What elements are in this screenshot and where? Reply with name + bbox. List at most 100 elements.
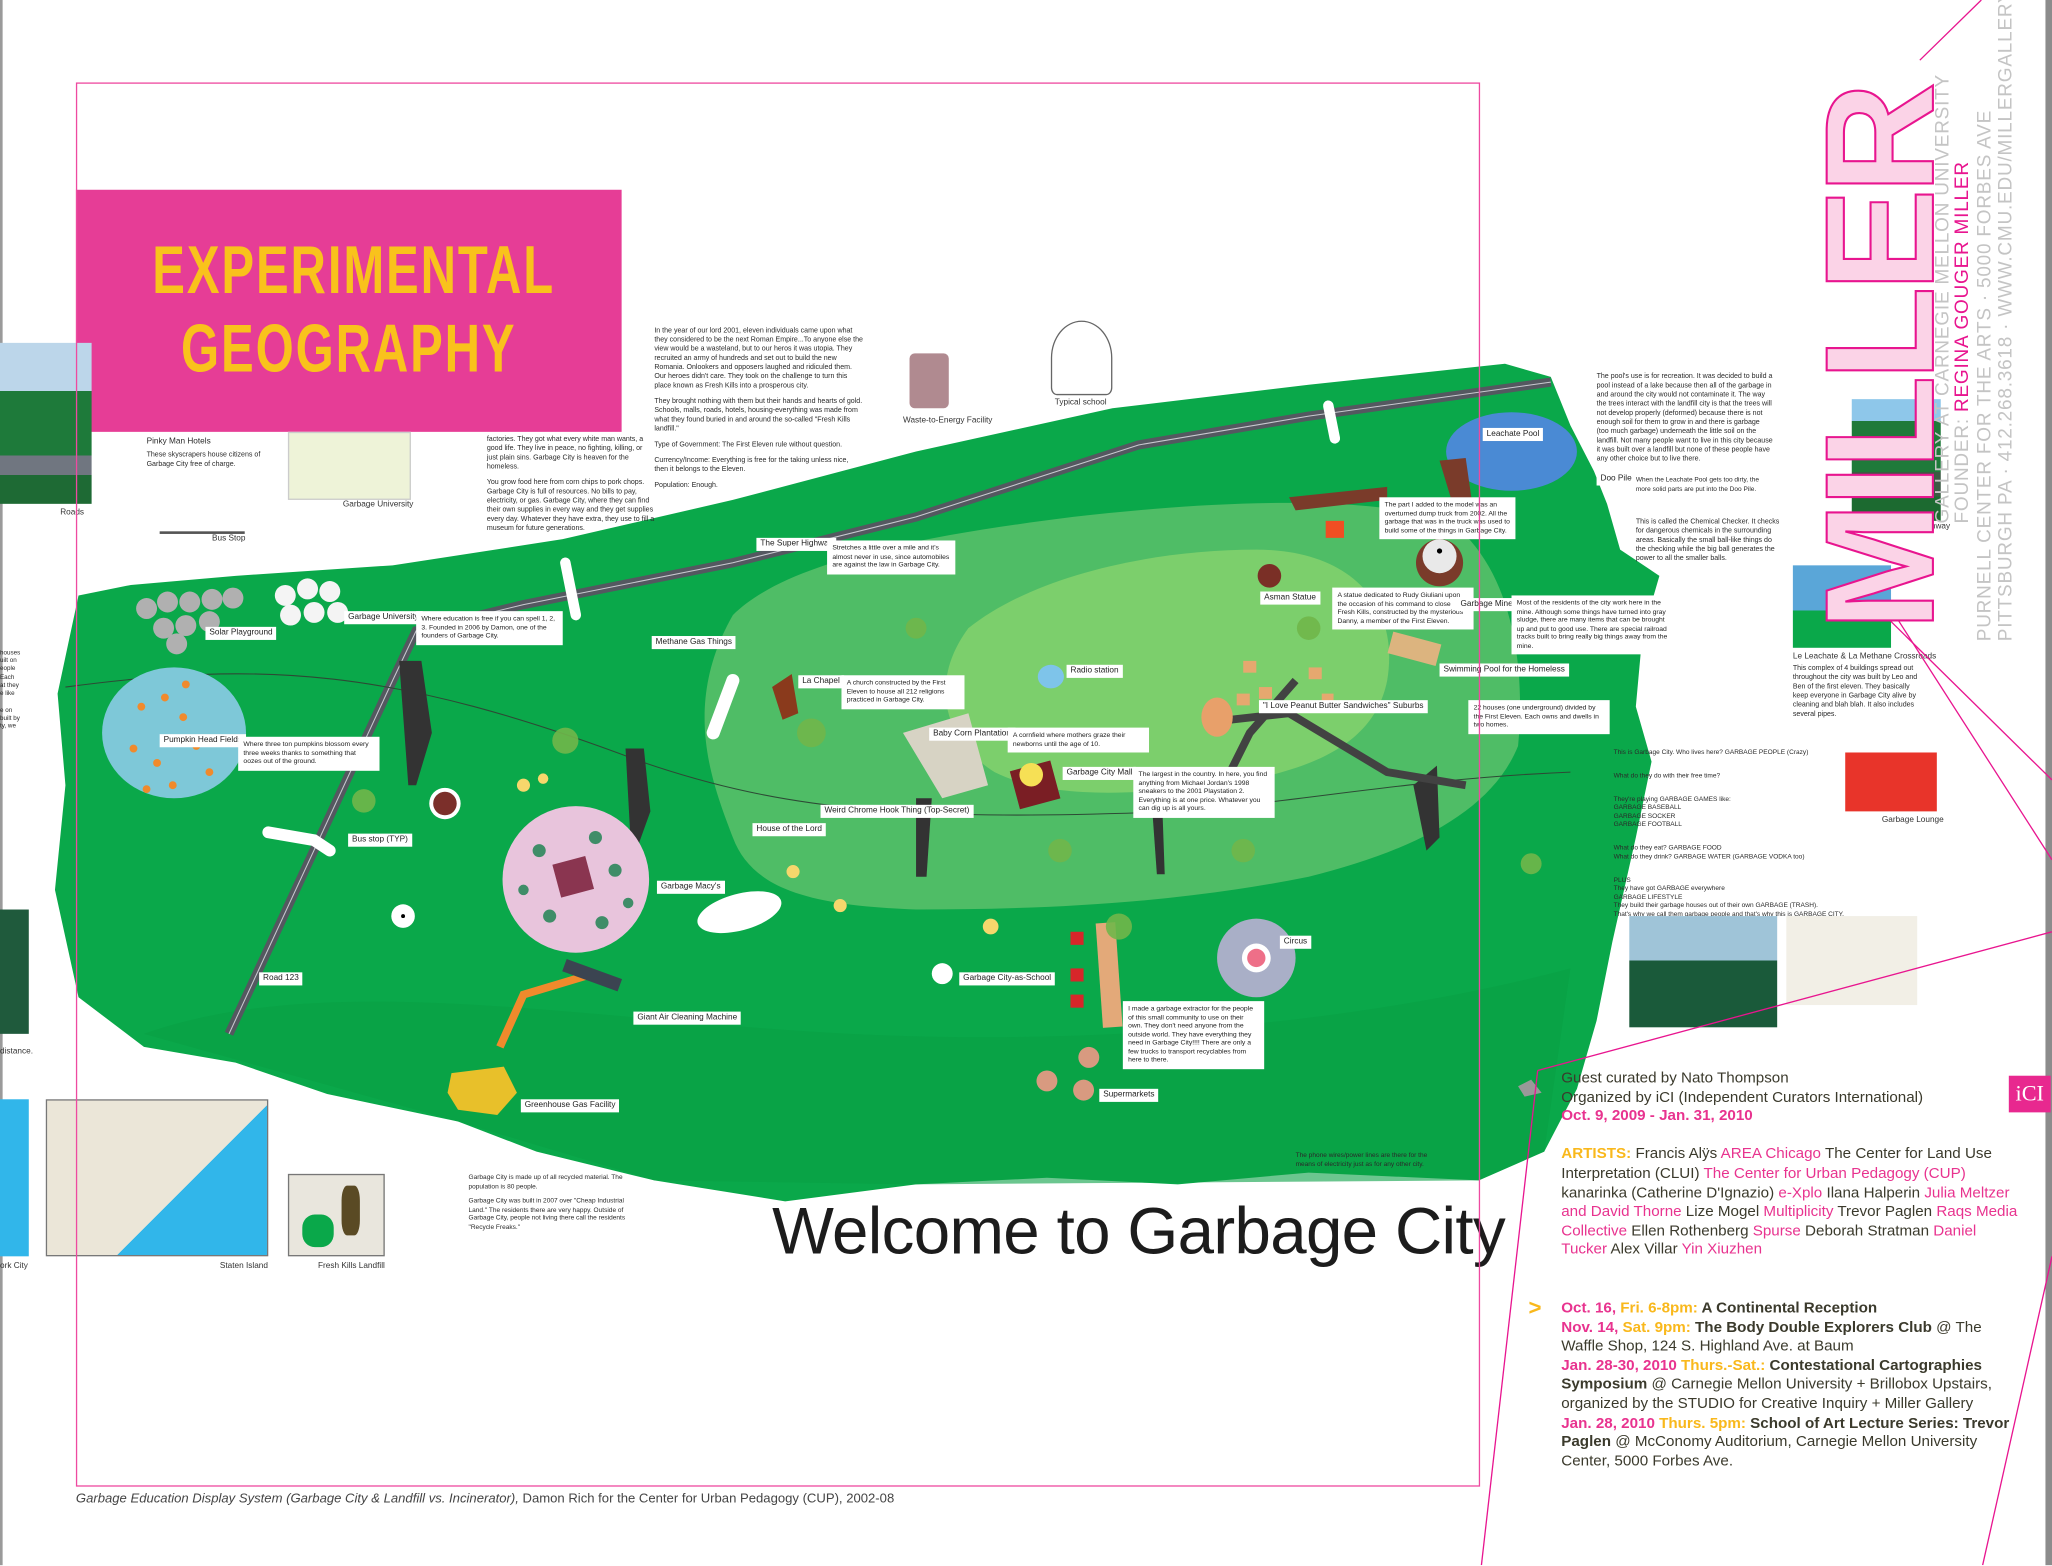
map-description: The part I added to the model was an ove… bbox=[1379, 497, 1516, 540]
map-label: La Chapel bbox=[798, 675, 844, 689]
map-description: Where three ton pumpkins blossom every t… bbox=[238, 736, 380, 771]
gallery-contact: PITTSBURGH PA · 412.268.3618 · WWW.CMU.E… bbox=[1995, 0, 2017, 642]
photo-caption: Staten Island bbox=[219, 1261, 268, 1271]
map-description: A cornfield where mothers graze their ne… bbox=[1007, 727, 1150, 753]
gallery-founder: FOUNDER: REGINA GOUGER MILLER bbox=[1952, 161, 1974, 524]
photo-caption: distance. bbox=[0, 1046, 33, 1057]
map-label: Pumpkin Head Fields bbox=[159, 734, 246, 748]
map-label: Giant Air Cleaning Machine bbox=[633, 1011, 742, 1026]
map-label: Greenhouse Gas Facility bbox=[520, 1099, 620, 1113]
map-description: 22 houses (one underground) divided by t… bbox=[1468, 700, 1610, 734]
curator-line: Guest curated by Nato Thompson bbox=[1561, 1069, 1789, 1087]
paragraph: They're playing GARBAGE GAMES like: GARB… bbox=[1613, 795, 1731, 829]
map-label: Circus bbox=[1279, 935, 1312, 950]
map-description: I made a garbage extractor for the peopl… bbox=[1122, 1001, 1265, 1069]
map-label: Garbage City-as-School bbox=[959, 972, 1056, 986]
map-description: Where education is free if you can spell… bbox=[416, 611, 563, 645]
map-label: Methane Gas Things bbox=[651, 636, 736, 650]
title-line-1: EXPERIMENTAL bbox=[152, 232, 556, 309]
map-description: Most of the residents of the city work h… bbox=[1511, 595, 1674, 655]
photo-caption: Bus Stop bbox=[212, 533, 246, 544]
map-label: Baby Corn Plantation bbox=[929, 727, 1015, 742]
event-item: Oct. 16, Fri. 6-8pm: A Continental Recep… bbox=[1561, 1300, 2019, 1319]
photo-caption: Waste-to-Energy Facility bbox=[902, 416, 993, 426]
paragraph: Type of Government: The First Eleven rul… bbox=[654, 441, 843, 450]
events-list: Oct. 16, Fri. 6-8pm: A Continental Recep… bbox=[1561, 1300, 2019, 1472]
photo-caption: Fresh Kills Landfill bbox=[318, 1261, 385, 1271]
pool-text: The pool's use is for recreation. It was… bbox=[1596, 372, 1773, 464]
artist: Raqs Media Collective bbox=[1561, 1202, 2018, 1239]
map-description: A church constructed by the First Eleven… bbox=[841, 675, 965, 709]
map-description: The phone wires/power lines are there fo… bbox=[1295, 1151, 1428, 1168]
event-detail: @ Carnegie Mellon University + Brillobox… bbox=[1561, 1375, 1992, 1413]
map-label: Radio station bbox=[1066, 664, 1123, 679]
heaven-text: factories. They got what every white man… bbox=[487, 436, 655, 541]
artist: Lize Mogel bbox=[1685, 1202, 1760, 1220]
map-label: Weird Chrome Hook Thing (Top-Secret) bbox=[820, 804, 974, 819]
roads-photo bbox=[0, 342, 92, 504]
event-title: School of Art Lecture Series: Trevor Pag… bbox=[1561, 1414, 2010, 1451]
typical-school-drawing bbox=[1050, 320, 1113, 396]
event-title: Contestational Cartographies Symposium bbox=[1561, 1356, 1983, 1393]
photo-caption: Garbage Lounge bbox=[1881, 815, 1944, 825]
model-photo bbox=[1629, 916, 1778, 1028]
drawing-photo bbox=[1786, 916, 1918, 1006]
paragraph: This is Garbage City. Who lives here? GA… bbox=[1613, 747, 1809, 756]
garbage-people-text: This is Garbage City. Who lives here? GA… bbox=[1614, 739, 1876, 933]
founder-label: FOUNDER: bbox=[1952, 412, 1974, 524]
map-label: House of the Lord bbox=[752, 823, 826, 837]
event-time: Thurs.-Sat.: bbox=[1676, 1356, 1766, 1374]
photo-caption: Typical school bbox=[1054, 397, 1107, 407]
photo-caption: Roads bbox=[60, 507, 85, 517]
waste-to-energy-drawing bbox=[909, 353, 949, 409]
map-label: The Super Highway bbox=[756, 537, 837, 552]
map-label: Doo Pile bbox=[1596, 472, 1636, 486]
new-york-city-map bbox=[0, 1099, 29, 1257]
garbage-university-drawing bbox=[287, 431, 411, 500]
event-time: Fri. 6-8pm: bbox=[1616, 1299, 1698, 1317]
ici-logo: iCI bbox=[2008, 1075, 2051, 1113]
event-item: Nov. 14, Sat. 9pm: The Body Double Explo… bbox=[1561, 1319, 2019, 1357]
artist: kanarinka (Catherine D'Ignazio) bbox=[1561, 1183, 1775, 1201]
paragraph: Garbage City was built in 2007 over "Che… bbox=[468, 1197, 626, 1231]
map-label: Garbage University bbox=[344, 611, 423, 625]
crossroads-text: This complex of 4 buildings spread out t… bbox=[1792, 664, 1918, 719]
fresh-kills-map bbox=[287, 1173, 385, 1257]
event-title: A Continental Reception bbox=[1697, 1299, 1878, 1317]
artist: Ilana Halperin bbox=[1826, 1183, 1921, 1201]
event-detail: @ The Waffle Shop, 124 S. Highland Ave. … bbox=[1561, 1318, 1982, 1355]
artist: Spurse bbox=[1752, 1221, 1801, 1239]
event-date: Jan. 28, 2010 bbox=[1561, 1414, 1655, 1432]
event-detail: @ McConomy Auditorium, Carnegie Mellon U… bbox=[1561, 1433, 1978, 1470]
crossroads-photo bbox=[1792, 565, 1892, 648]
map-label: Garbage Macy's bbox=[656, 880, 725, 895]
exhibition-info: Guest curated by Nato Thompson Organized… bbox=[1561, 1069, 2019, 1260]
paragraph: Population: Enough. bbox=[654, 481, 718, 490]
map-label: Asman Statue bbox=[1260, 591, 1320, 605]
radio-station bbox=[1037, 664, 1064, 689]
paragraph: What do they do with their free time? bbox=[1613, 771, 1721, 780]
artist: Trevor Paglen bbox=[1837, 1202, 1933, 1220]
map-label: Swimming Pool for the Homeless bbox=[1439, 663, 1569, 677]
panel-text: These skyscrapers house citizens of Garb… bbox=[146, 451, 261, 469]
facts-text: Garbage City is made up of all recycled … bbox=[469, 1174, 629, 1238]
paragraph: You grow food here from corn chips to po… bbox=[486, 479, 655, 533]
map-description: The largest in the country. In here, you… bbox=[1133, 766, 1275, 818]
artists-label: ARTISTS: bbox=[1561, 1145, 1632, 1163]
artist: Julia Meltzer and David Thorne bbox=[1561, 1183, 2010, 1220]
artist: Deborah Stratman bbox=[1805, 1221, 1930, 1239]
paragraph: Currency/Income: Everything is free for … bbox=[654, 456, 849, 475]
exhibition-dates: Oct. 9, 2009 - Jan. 31, 2010 bbox=[1561, 1107, 1753, 1125]
artists-list: ARTISTS: Francis Alÿs AREA Chicago The C… bbox=[1561, 1146, 2019, 1261]
staten-island-map bbox=[45, 1099, 269, 1257]
paragraph: They brought nothing with them but their… bbox=[654, 397, 863, 434]
artwork-byline: Damon Rich for the Center for Urban Peda… bbox=[518, 1491, 895, 1507]
welcome-heading: Welcome to Garbage City bbox=[772, 1194, 1506, 1269]
event-date: Jan. 28-30, 2010 bbox=[1561, 1356, 1677, 1374]
cropped-photo bbox=[0, 909, 29, 1034]
intro-story: In the year of our lord 2001, eleven ind… bbox=[654, 327, 863, 497]
exhibition-title-block: EXPERIMENTAL GEOGRAPHY bbox=[75, 189, 622, 432]
paragraph: What do they eat? GARBAGE FOOD What do t… bbox=[1613, 844, 1805, 861]
artist: Francis Alÿs bbox=[1635, 1145, 1718, 1163]
map-label: Garbage Mine bbox=[1456, 598, 1517, 612]
